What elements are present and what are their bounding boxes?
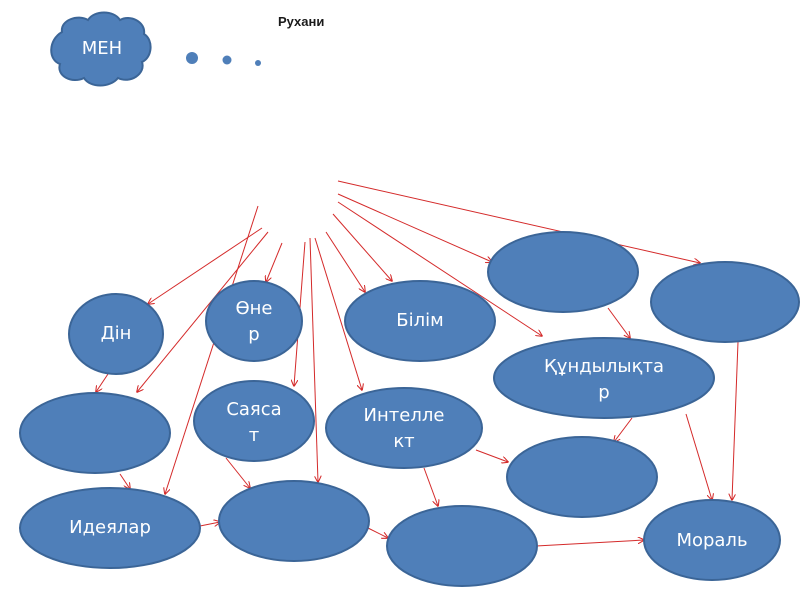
arrow-idealar-to-bottom-mid-a <box>199 522 220 526</box>
node-sayasat[interactable] <box>193 380 315 462</box>
arrow-din-to-left-blank <box>96 373 109 392</box>
node-bottom-mid-b[interactable] <box>386 505 538 587</box>
nodes <box>19 231 800 587</box>
arrow-to-bilim-2 <box>332 213 392 281</box>
arrow-sayasat-to-bottom-mid-a <box>225 457 250 488</box>
thought-bubble-small <box>255 60 261 66</box>
node-mid-right-blank[interactable] <box>506 436 658 518</box>
arrow-kundylyktar-to-mid-right <box>614 417 633 442</box>
node-bilim[interactable] <box>344 280 496 362</box>
node-moral[interactable] <box>643 499 781 581</box>
node-top-right-b[interactable] <box>650 261 800 343</box>
cloud-shape <box>50 11 152 87</box>
node-intellekt[interactable] <box>325 387 483 469</box>
node-left-blank[interactable] <box>19 392 171 474</box>
arrow-top-right-b-to-moral <box>732 341 739 500</box>
node-oner[interactable] <box>205 280 303 362</box>
arrow-to-intellekt <box>314 237 362 390</box>
node-top-right-a[interactable] <box>487 231 639 313</box>
node-din[interactable] <box>68 293 164 375</box>
thought-cloud <box>50 11 261 87</box>
arrow-left-blank-to-idealar <box>119 473 130 489</box>
arrow-to-din <box>148 227 263 304</box>
arrows <box>96 180 739 547</box>
arrow-intellekt-to-mid-right <box>475 449 508 462</box>
arrow-intellekt-to-bottom-mid-b <box>423 467 438 506</box>
arrow-to-bilim <box>325 231 365 292</box>
thought-bubble-medium <box>222 55 232 65</box>
node-idealar[interactable] <box>19 487 201 569</box>
arrow-to-idealar <box>165 205 259 494</box>
arrow-top-right-a-to-kundylyktar <box>607 307 630 338</box>
arrow-to-left-blank <box>137 231 269 392</box>
arrow-bottom-mid-a-to-b <box>367 527 388 538</box>
page-title: Рухани <box>278 14 325 29</box>
arrow-to-kundylyktar <box>337 201 542 336</box>
arrow-to-top-right-b <box>337 180 700 263</box>
arrow-to-oner <box>266 242 283 282</box>
node-bottom-mid-a[interactable] <box>218 480 370 562</box>
arrow-to-bottom-mid-a <box>309 237 318 482</box>
arrow-bottom-mid-b-to-moral <box>535 540 644 547</box>
arrow-to-top-right-a <box>337 193 492 262</box>
node-kundylyktar[interactable] <box>493 337 715 419</box>
arrow-kundylyktar-to-moral <box>685 413 712 500</box>
thought-bubble-large <box>186 52 198 64</box>
